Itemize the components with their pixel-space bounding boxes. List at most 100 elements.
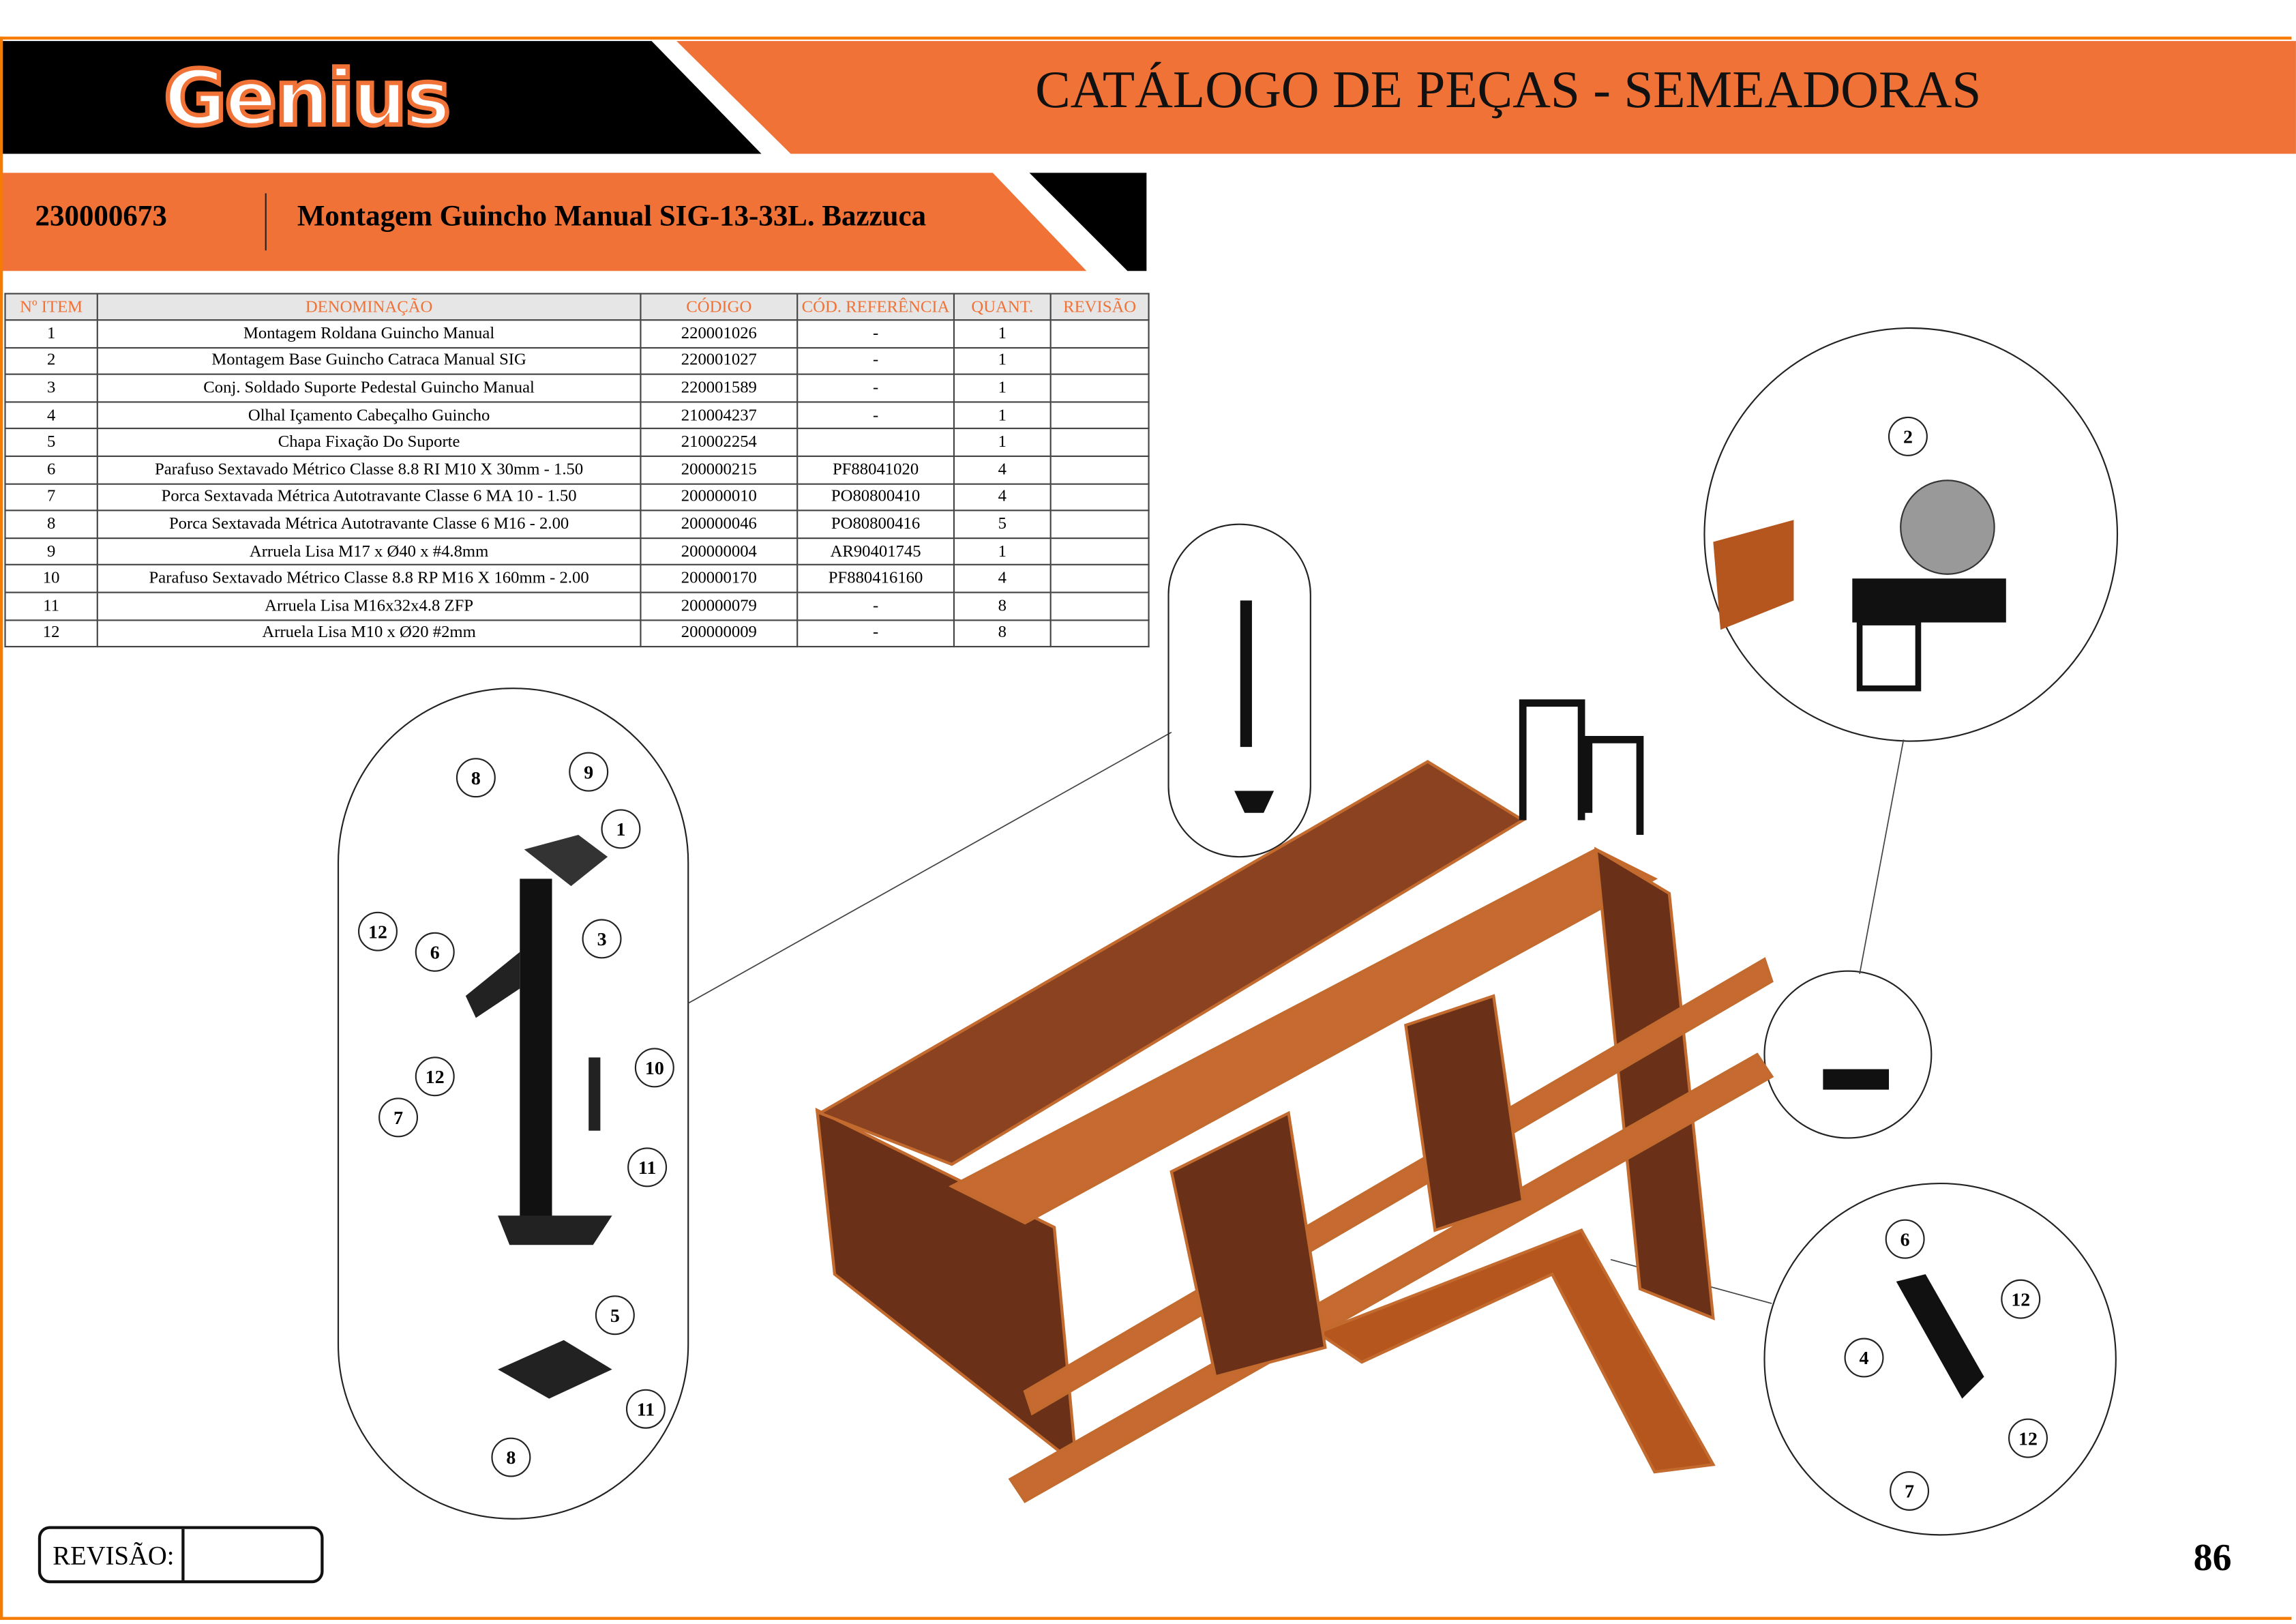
table-cell: Parafuso Sextavado Métrico Classe 8.8 RP… — [96, 564, 642, 593]
table-cell: Arruela Lisa M17 x Ø40 x #4.8mm — [96, 537, 642, 566]
table-cell — [1049, 400, 1150, 430]
table-cell: 200000009 — [640, 619, 799, 648]
callout-bubble — [415, 932, 455, 972]
callout-number: 3 — [597, 929, 607, 950]
pulley-eye — [524, 834, 608, 887]
table-cell: 4 — [953, 564, 1052, 593]
pedestal-base — [498, 1215, 612, 1245]
bolt — [588, 1057, 601, 1131]
callout-bubble — [601, 809, 641, 849]
revision-divider — [181, 1529, 185, 1580]
table-cell: PF88041020 — [796, 455, 955, 484]
table-cell: PO80800416 — [796, 510, 955, 539]
callout-bubble — [456, 758, 496, 798]
table-cell — [796, 428, 955, 457]
table-cell: 200000046 — [640, 510, 799, 539]
table-cell: 210004237 — [640, 400, 799, 430]
callout-number: 9 — [584, 762, 593, 783]
callout-bubble — [582, 919, 622, 959]
tube-section — [1713, 520, 1794, 630]
table-cell: 220001026 — [640, 319, 799, 349]
lifting-eye — [1896, 1274, 1984, 1399]
table-cell: 1 — [953, 400, 1052, 430]
table-cell: - — [796, 319, 955, 349]
handrail — [1519, 699, 1644, 835]
table-cell: Arruela Lisa M10 x Ø20 #2mm — [96, 619, 642, 648]
divider — [265, 193, 267, 251]
table-cell: 1 — [953, 373, 1052, 403]
table-cell: 4 — [953, 482, 1052, 512]
table-cell: 4 — [953, 455, 1052, 484]
column-header: QUANT. — [953, 293, 1052, 321]
table-cell — [1049, 619, 1150, 648]
callout-number: 12 — [426, 1067, 445, 1088]
table-cell: 200000215 — [640, 455, 799, 484]
catalog-title: CATÁLOGO DE PEÇAS - SEMEADORAS — [1035, 60, 1982, 119]
table-cell: - — [796, 346, 955, 376]
brand-logo: Genius — [162, 53, 453, 145]
part-banner — [0, 173, 1087, 271]
callout-number: 2 — [1903, 427, 1913, 448]
winch-legs — [1856, 619, 1922, 692]
table-cell: Parafuso Sextavado Métrico Classe 8.8 RI… — [96, 455, 642, 484]
column-header: CÓD. REFERÊNCIA — [796, 293, 955, 321]
leader-line — [1859, 739, 1905, 975]
table-cell: 7 — [4, 482, 98, 512]
detail-circle-winch-small — [1763, 970, 1933, 1139]
revision-box — [38, 1526, 324, 1584]
callout-bubble — [1888, 416, 1928, 456]
winch-base — [1852, 578, 2006, 623]
table-cell — [1049, 346, 1150, 376]
callout-bubble — [358, 911, 398, 951]
callout-number: 5 — [610, 1305, 620, 1327]
seeder-machine — [815, 760, 1774, 1503]
table-cell: Chapa Fixação Do Suporte — [96, 428, 642, 457]
callout-number: 11 — [638, 1157, 656, 1179]
table-cell: 9 — [4, 537, 98, 566]
table-cell: PO80800410 — [796, 482, 955, 512]
callout-number: 11 — [637, 1399, 655, 1420]
table-cell — [1049, 510, 1150, 539]
table-cell: Olhal Içamento Cabeçalho Guincho — [96, 400, 642, 430]
callout-bubble — [634, 1048, 674, 1088]
callout-bubble — [1844, 1338, 1884, 1378]
callout-number: 6 — [430, 942, 440, 963]
callout-bubble — [1885, 1219, 1925, 1259]
table-cell: 200000079 — [640, 591, 799, 621]
winch-drum — [1900, 479, 1995, 575]
table-cell: 4 — [4, 400, 98, 430]
table-cell: 200000010 — [640, 482, 799, 512]
table-cell: AR90401745 — [796, 537, 955, 566]
revision-label: REVISÃO: — [53, 1540, 175, 1570]
table-cell: 8 — [953, 591, 1052, 621]
leader-line — [687, 731, 1172, 1004]
table-cell: Conj. Soldado Suporte Pedestal Guincho M… — [96, 373, 642, 403]
table-cell: Arruela Lisa M16x32x4.8 ZFP — [96, 591, 642, 621]
table-cell: Montagem Base Guincho Catraca Manual SIG — [96, 346, 642, 376]
table-cell: 8 — [4, 510, 98, 539]
table-cell: 5 — [4, 428, 98, 457]
pedestal-post — [520, 879, 552, 1230]
table-cell — [1049, 373, 1150, 403]
column-header: CÓDIGO — [640, 293, 799, 321]
column-header: REVISÃO — [1049, 293, 1150, 321]
small-post — [1240, 600, 1252, 748]
table-cell: 1 — [4, 319, 98, 349]
callout-bubble — [415, 1057, 455, 1097]
callout-bubble — [625, 1389, 666, 1429]
header-orange-band — [676, 41, 2296, 154]
part-banner-accent — [1029, 173, 1147, 271]
table-cell — [1049, 455, 1150, 484]
